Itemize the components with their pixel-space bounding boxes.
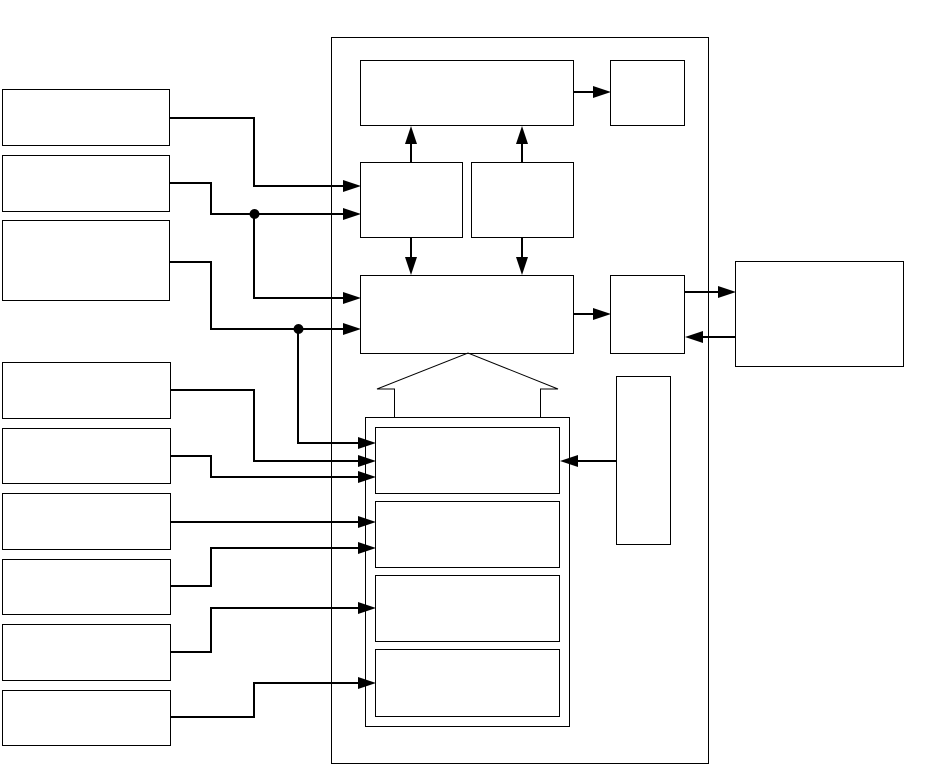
wire-branch-2 [297, 329, 363, 444]
arrowhead [358, 516, 376, 528]
input-block-1 [2, 89, 170, 146]
arrowhead [358, 602, 376, 614]
input-block-9 [2, 690, 171, 746]
junction-dot-1 [249, 209, 260, 219]
wire-input-4 [171, 389, 363, 462]
mid-left-block [360, 162, 463, 238]
arrowhead [516, 126, 528, 144]
bus-arrow [376, 352, 559, 417]
left-input-blocks [2, 89, 171, 746]
arrowhead [343, 180, 361, 192]
arrowhead [343, 323, 361, 335]
mid-right-block [471, 162, 574, 238]
input-block-4 [2, 362, 171, 419]
input-block-5 [2, 428, 171, 484]
input-block-6 [2, 493, 171, 550]
arrowhead [516, 257, 528, 275]
arrowhead [358, 542, 376, 554]
arrowhead [358, 471, 376, 483]
arrowhead [593, 86, 611, 98]
arrowhead [718, 286, 736, 298]
input-block-8 [2, 624, 171, 681]
interface-block [610, 275, 685, 354]
top-right-block [610, 60, 685, 126]
arrowhead [358, 437, 376, 449]
stack-block-2 [375, 501, 560, 568]
arrowheads [343, 86, 736, 689]
external-block [735, 261, 904, 367]
input-block-3 [2, 220, 170, 301]
arrowhead [593, 308, 611, 320]
junction-dot-2 [293, 324, 304, 334]
wire-input-3 [170, 261, 348, 330]
arrowhead [560, 455, 578, 467]
arrowhead [343, 208, 361, 220]
input-block-2 [2, 155, 170, 212]
wire-branch-1 [253, 214, 348, 299]
wire-input-5 [171, 455, 363, 478]
arrowhead [405, 257, 417, 275]
input-block-7 [2, 559, 171, 615]
arrowhead [685, 331, 703, 343]
wire-input-7 [171, 547, 363, 587]
wire-input-2 [170, 182, 348, 215]
arrowhead [405, 126, 417, 144]
tall-side-block [616, 376, 671, 545]
arrowhead [343, 292, 361, 304]
stack-block-4 [375, 649, 560, 717]
wire-input-9 [171, 682, 363, 718]
wire-input-1 [170, 117, 348, 187]
center-block [360, 275, 574, 354]
stack-block-1 [375, 427, 560, 494]
top-block [360, 60, 574, 126]
arrowhead [358, 455, 376, 467]
arrowhead [358, 677, 376, 689]
wire-input-8 [171, 607, 363, 653]
stack-block-3 [375, 575, 560, 642]
